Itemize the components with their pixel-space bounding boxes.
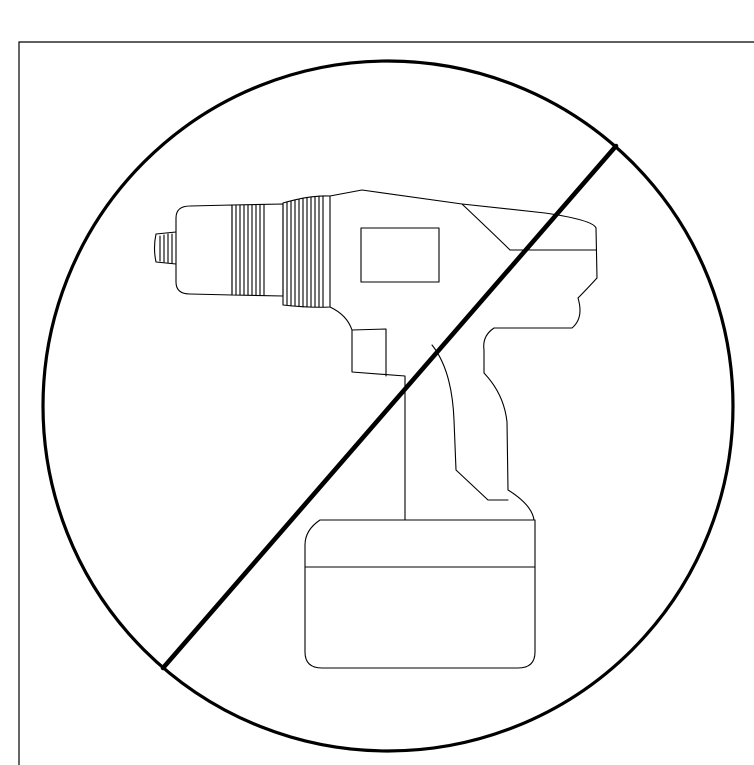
prohibition-ring: [41, 59, 735, 753]
drill-chuck: [175, 204, 233, 296]
drill-chuck-tip: [153, 231, 177, 265]
page-border: [18, 41, 754, 765]
drill-trigger: [351, 328, 387, 377]
drill-handle-grip: [431, 344, 509, 501]
cordless-drill-icon: [153, 189, 598, 669]
drill-housing-outline: [304, 189, 598, 669]
prohibition-slash: [160, 143, 619, 671]
drill-label-window: [360, 227, 440, 283]
prohibition-sign-icon: [41, 59, 735, 753]
drill-top-ridge: [461, 203, 597, 251]
drill-housing-lower-edge: [329, 306, 406, 521]
